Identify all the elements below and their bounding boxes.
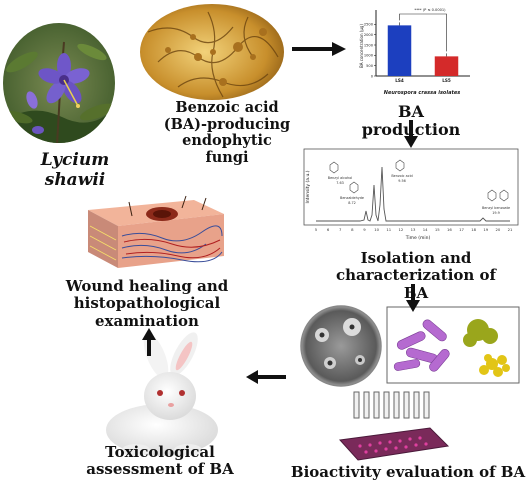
bar-chart-annotation: **** (P ≤ 0.0001) [414, 8, 446, 12]
chromatogram-xtick-5: 5 [315, 227, 318, 232]
chromatogram-xtick-21: 21 [508, 227, 513, 232]
chromatogram-ylabel: Intensity (a.u.) [305, 170, 311, 203]
bar-LS5 [434, 56, 459, 76]
microplate-image [338, 391, 450, 461]
chromatogram-trace [316, 166, 510, 222]
peak-name-2: Benzoic acid [391, 174, 412, 178]
arrow-production-to-isolation [404, 120, 418, 148]
chromatogram-xtick-13: 13 [411, 227, 416, 232]
chromatogram-xtick-9: 9 [363, 227, 366, 232]
arrow-isolation-to-bioactivity [406, 284, 420, 312]
arrow-fungi-to-production [292, 42, 346, 56]
peak-name-3: Benzyl benzoate [482, 206, 510, 210]
petri-dish-image [300, 305, 382, 387]
chromatogram-xtick-14: 14 [423, 227, 428, 232]
peak-rt-1: 8.72 [348, 201, 356, 205]
fungi-label: Benzoic acid (BA)-producing endophytic f… [163, 99, 291, 167]
bar-chart-ytick-label-4: 2000 [364, 33, 374, 37]
chromatogram-xtick-6: 6 [327, 227, 330, 232]
chromatogram-xtick-16: 16 [447, 227, 452, 232]
bioactivity-label: Bioactivity evaluation of BA [290, 463, 526, 481]
fungi-culture-photo [140, 4, 284, 100]
chromatogram-xtick-10: 10 [374, 227, 379, 232]
bar-label-LS4: LS4 [395, 78, 404, 83]
peak-name-0: Benzyl alcohol [328, 176, 353, 180]
chromatogram-xtick-11: 11 [386, 227, 391, 232]
peak-rt-0: 7.63 [336, 181, 344, 185]
arrow-toxicology-to-wound [142, 328, 156, 356]
bar-chart-ytick-label-2: 1000 [364, 54, 374, 58]
chromatogram-xtick-15: 15 [435, 227, 440, 232]
chromatogram-xtick-20: 20 [495, 227, 500, 232]
peak-rt-3: 19.9 [492, 211, 500, 215]
chromatogram: Intensity (a.u.) Time (min) 5 6 7 8 9 10 11 12 1… [303, 148, 519, 241]
bar-label-LS5: LS5 [442, 78, 451, 83]
skin-section-image [88, 195, 224, 268]
ba-production-chart: BA concentration (µg) **** (P ≤ 0.0001) … [359, 8, 470, 96]
arrow-bioactivity-to-toxicology [246, 370, 286, 384]
plant-label: Lycium shawii [40, 150, 110, 190]
toxicology-label: Toxicological assessment of BA [86, 443, 234, 479]
lycium-shawii-photo [3, 23, 115, 143]
bar-chart-xlabel: Neurospora crassa isolates [384, 90, 460, 96]
significance-bracket [399, 13, 447, 52]
chromatogram-xtick-18: 18 [471, 227, 476, 232]
bar-chart-ytick-label-1: 500 [366, 64, 374, 68]
chromatogram-structures [329, 159, 509, 202]
bar-chart-ytick-label-5: 2500 [364, 23, 374, 27]
bar-chart-ytick-label-0: 0 [371, 74, 374, 78]
chromatogram-xlabel: Time (min) [405, 235, 431, 241]
peak-name-1: Benzaldehyde [340, 196, 364, 200]
chromatogram-xtick-8: 8 [351, 227, 354, 232]
rabbit-image [106, 332, 218, 456]
bar-LS4 [387, 25, 412, 76]
chromatogram-xtick-17: 17 [459, 227, 464, 232]
bar-chart-ytick-label-3: 1500 [364, 43, 374, 47]
chromatogram-xtick-19: 19 [483, 227, 488, 232]
isolation-label: Isolation and characterization of BA [335, 249, 497, 302]
microbes-image [386, 306, 520, 384]
bar-chart-ylabel: BA concentration (µg) [359, 24, 364, 68]
wound-label: Wound healing and histopathological exam… [65, 277, 229, 330]
peak-rt-2: 9.56 [398, 179, 406, 183]
chromatogram-xtick-7: 7 [339, 227, 342, 232]
chromatogram-xtick-12: 12 [398, 227, 403, 232]
